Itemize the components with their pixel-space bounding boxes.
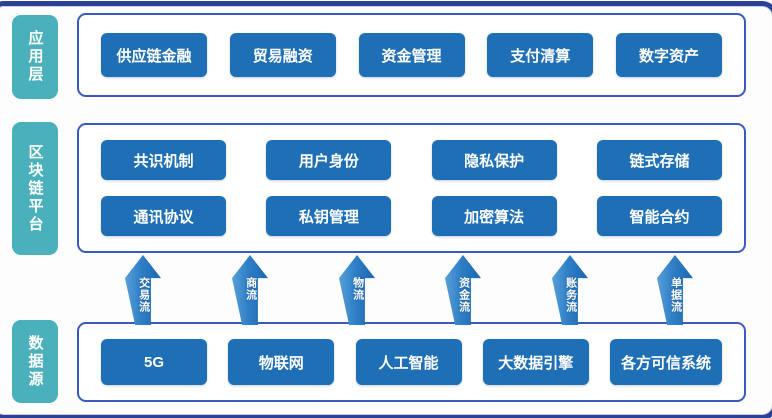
document-flow-arrow: 单据流 [657,255,693,325]
node-privacy-protection: 隐私保护 [431,140,557,180]
blockchain-platform-label: 区块链平台 [12,122,58,255]
data-source-container: 5G 物联网 人工智能 大数据引擎 各方可信系统 [77,322,746,402]
node-supply-chain-finance: 供应链金融 [101,33,207,77]
logistics-flow-arrow: 物流 [339,255,375,325]
application-layer-label: 应用层 [12,15,58,99]
node-5g: 5G [101,339,207,385]
node-iot: 物联网 [228,339,335,385]
node-fund-management: 资金管理 [358,33,465,77]
node-digital-assets: 数字资产 [616,33,722,77]
node-ai: 人工智能 [355,339,462,385]
node-trade-finance: 贸易融资 [229,33,336,77]
data-source-label: 数据源 [12,320,58,403]
node-user-identity: 用户身份 [266,140,392,180]
transaction-flow-arrow: 交易流 [125,255,161,325]
accounting-flow-arrow: 账务流 [552,255,588,325]
node-chain-storage: 链式存储 [596,140,722,180]
node-smart-contract: 智能合约 [596,196,722,236]
logistics-flow-label: 物流 [351,277,364,301]
blockchain-platform-container: 共识机制 用户身份 隐私保护 链式存储 通讯协议 私钥管理 加密算法 智能合约 [77,123,746,253]
accounting-flow-label: 账务流 [564,277,577,313]
node-trusted-systems: 各方可信系统 [610,339,722,385]
transaction-flow-label: 交易流 [137,277,150,313]
capital-flow-label: 资金流 [457,277,470,313]
node-encryption-algorithm: 加密算法 [431,196,557,236]
business-flow-arrow: 商流 [232,255,268,325]
node-communication-protocol: 通讯协议 [101,196,226,236]
node-consensus-mechanism: 共识机制 [101,140,226,180]
document-flow-label: 单据流 [669,277,682,313]
application-layer-container: 供应链金融 贸易融资 资金管理 支付清算 数字资产 [77,13,746,97]
business-flow-label: 商流 [244,277,257,301]
node-payment-clearing: 支付清算 [487,33,594,77]
capital-flow-arrow: 资金流 [445,255,481,325]
node-private-key-management: 私钥管理 [266,196,392,236]
node-big-data-engine: 大数据引擎 [482,339,589,385]
